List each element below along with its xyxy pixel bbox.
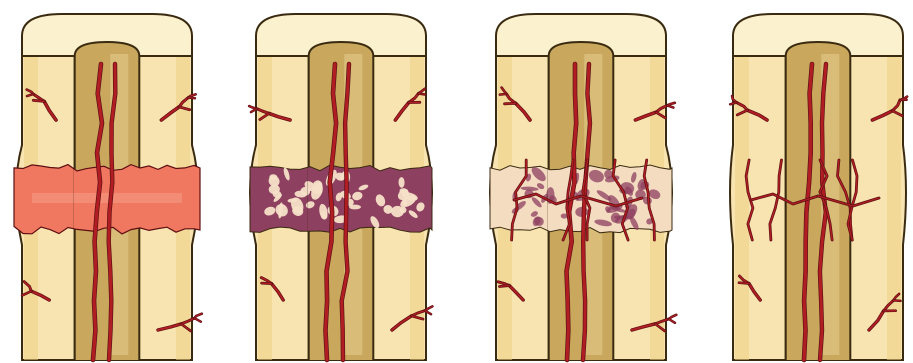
branch-bl-b <box>262 283 272 284</box>
bone-stage-2 <box>249 14 432 360</box>
branch-tr-a-b <box>188 98 195 99</box>
branch-bl-b <box>499 286 509 287</box>
callus-spot <box>349 205 361 210</box>
branch-tl-b <box>505 103 516 104</box>
marrow-cavity <box>786 42 851 360</box>
branch-tl-a-b <box>500 94 507 95</box>
branch-br-a-b <box>893 300 900 301</box>
bone-stage-3 <box>490 14 676 360</box>
bone-stage-1 <box>14 14 202 360</box>
bone-stage-4 <box>730 14 907 360</box>
branch-bl-b <box>739 283 749 284</box>
